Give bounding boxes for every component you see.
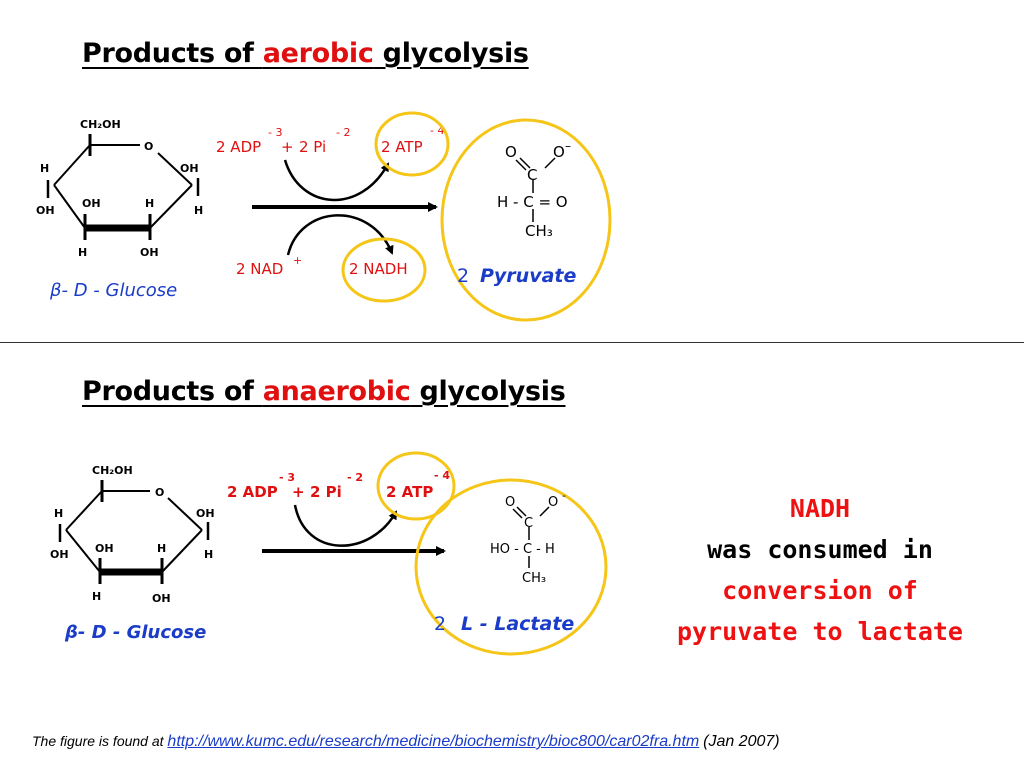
aerobic-adp: 2 ADP: [216, 138, 261, 156]
aerobic-pyruvate-name: Pyruvate: [480, 265, 576, 287]
aerobic-glucose-oh-left: OH: [36, 204, 55, 217]
anaerobic-lactate-c: C: [524, 516, 533, 531]
anaerobic-plus: +: [292, 483, 305, 501]
anaerobic-adp: 2 ADP: [227, 483, 278, 501]
anaerobic-glucose: CH₂OH O H OH OH H OH H H OH β- D - Gluco…: [50, 464, 215, 643]
anaerobic-highlight-circles: [376, 451, 608, 656]
anaerobic-glucose-oh-c1: OH: [152, 592, 171, 605]
aerobic-title: Products of aerobic glycolysis: [82, 38, 529, 69]
footer-prefix: The figure is found at: [32, 733, 168, 749]
aerobic-reaction: 2 ADP - 3 + 2 Pi - 2 2 ATP - 4 2 NAD + 2…: [216, 124, 444, 278]
anaerobic-adp-charge: - 3: [279, 471, 295, 484]
anaerobic-lactate-name: L - Lactate: [461, 613, 574, 635]
aerobic-pyruvate-count: 2: [457, 265, 469, 287]
aerobic-pyruvate-circle: [440, 118, 612, 322]
anaerobic-pi: 2 Pi: [310, 483, 342, 501]
anaerobic-glucose-oh-c3: OH: [95, 542, 114, 555]
note-line-consumed: was consumed in: [707, 535, 933, 564]
anaerobic-pi-charge: - 2: [347, 471, 363, 484]
anaerobic-glucose-ring-o: O: [155, 486, 164, 499]
aerobic-plus: +: [281, 138, 294, 156]
anaerobic-lactate-count: 2: [434, 613, 446, 635]
aerobic-glucose-oh-right: OH: [180, 162, 199, 175]
anaerobic-reaction: 2 ADP - 3 + 2 Pi - 2 2 ATP - 4: [227, 469, 450, 501]
aerobic-pyruvate-h-c-o: H - C = O: [497, 193, 568, 211]
anaerobic-atp: 2 ATP: [386, 483, 433, 501]
aerobic-pyruvate-o-minus: O: [553, 143, 565, 161]
footer-date: (Jan 2007): [703, 733, 780, 750]
note-line-pyruvate-lactate: pyruvate to lactate: [677, 617, 963, 646]
aerobic-adp-charge: - 3: [268, 126, 282, 139]
aerobic-arrows: [252, 159, 438, 256]
anaerobic-glucose-h-right: H: [204, 548, 213, 561]
anaerobic-glucose-oh-left: OH: [50, 548, 69, 561]
anaerobic-lactate-circle: [414, 478, 608, 656]
aerobic-glucose-h-left: H: [40, 162, 49, 175]
aerobic-glucose-name: β- D - Glucose: [49, 280, 177, 301]
aerobic-nad-charge: +: [293, 254, 302, 267]
note-line-nadh: NADH: [789, 494, 851, 523]
aerobic-nadh-circle: [341, 237, 427, 303]
anaerobic-glucose-oh-right: OH: [196, 507, 215, 520]
nadh-note: NADH was consumed in conversion of pyruv…: [640, 488, 1000, 652]
aerobic-glucose-h-c2: H: [145, 197, 154, 210]
aerobic-glucose-ring-o: O: [144, 140, 153, 153]
anaerobic-glucose-h-c4: H: [92, 590, 101, 603]
aerobic-pyruvate-c: C: [527, 166, 537, 184]
aerobic-pyruvate-minus: –: [565, 139, 571, 153]
aerobic-glucose-h-c4: H: [78, 246, 87, 259]
anaerobic-word: anaerobic: [262, 376, 411, 407]
aerobic-glucose-ch2oh: CH₂OH: [80, 118, 121, 131]
aerobic-highlight-circles: [341, 111, 612, 322]
aerobic-nad: 2 NAD: [236, 260, 283, 278]
aerobic-pi-charge: - 2: [336, 126, 350, 139]
anaerobic-lactate-ho-c-h: HO - C - H: [490, 542, 555, 557]
aerobic-pyruvate: O O – C H - C = O CH₃ 2 Pyruvate: [457, 139, 576, 287]
aerobic-atp-circle: [374, 111, 450, 177]
anaerobic-glucose-name: β- D - Glucose: [64, 622, 206, 643]
section-divider: [0, 342, 1024, 343]
anaerobic-lactate: O O - C HO - C - H CH₃ 2 L - Lactate: [434, 489, 574, 635]
aerobic-word: aerobic: [262, 38, 374, 69]
anaerobic-lactate-o-minus: O: [548, 495, 558, 510]
anaerobic-glucose-h-left: H: [54, 507, 63, 520]
aerobic-atp: 2 ATP: [381, 138, 423, 156]
aerobic-glucose-oh-c3: OH: [82, 197, 101, 210]
source-link[interactable]: http://www.kumc.edu/research/medicine/bi…: [167, 733, 700, 750]
aerobic-pi: 2 Pi: [299, 138, 326, 156]
anaerobic-arrows: [262, 504, 446, 556]
aerobic-pyruvate-ch3: CH₃: [525, 222, 553, 240]
anaerobic-lactate-ch3: CH₃: [522, 571, 546, 586]
aerobic-pyruvate-o: O: [505, 143, 517, 161]
aerobic-glucose-oh-c1: OH: [140, 246, 159, 259]
aerobic-glucose-h-right: H: [194, 204, 203, 217]
anaerobic-atp-charge: - 4: [434, 469, 450, 482]
source-footer: The figure is found at http://www.kumc.e…: [32, 733, 780, 751]
anaerobic-lactate-minus: -: [562, 489, 566, 502]
anaerobic-atp-circle: [376, 451, 456, 521]
aerobic-nadh: 2 NADH: [349, 260, 408, 278]
anaerobic-glucose-ch2oh: CH₂OH: [92, 464, 133, 477]
note-line-conversion: conversion of: [722, 576, 918, 605]
anaerobic-lactate-o: O: [505, 495, 515, 510]
aerobic-glucose: CH₂OH O H OH OH H OH H H OH β- D - Gluco…: [36, 118, 203, 301]
anaerobic-glucose-h-c2: H: [157, 542, 166, 555]
anaerobic-title: Products of anaerobic glycolysis: [82, 376, 566, 407]
